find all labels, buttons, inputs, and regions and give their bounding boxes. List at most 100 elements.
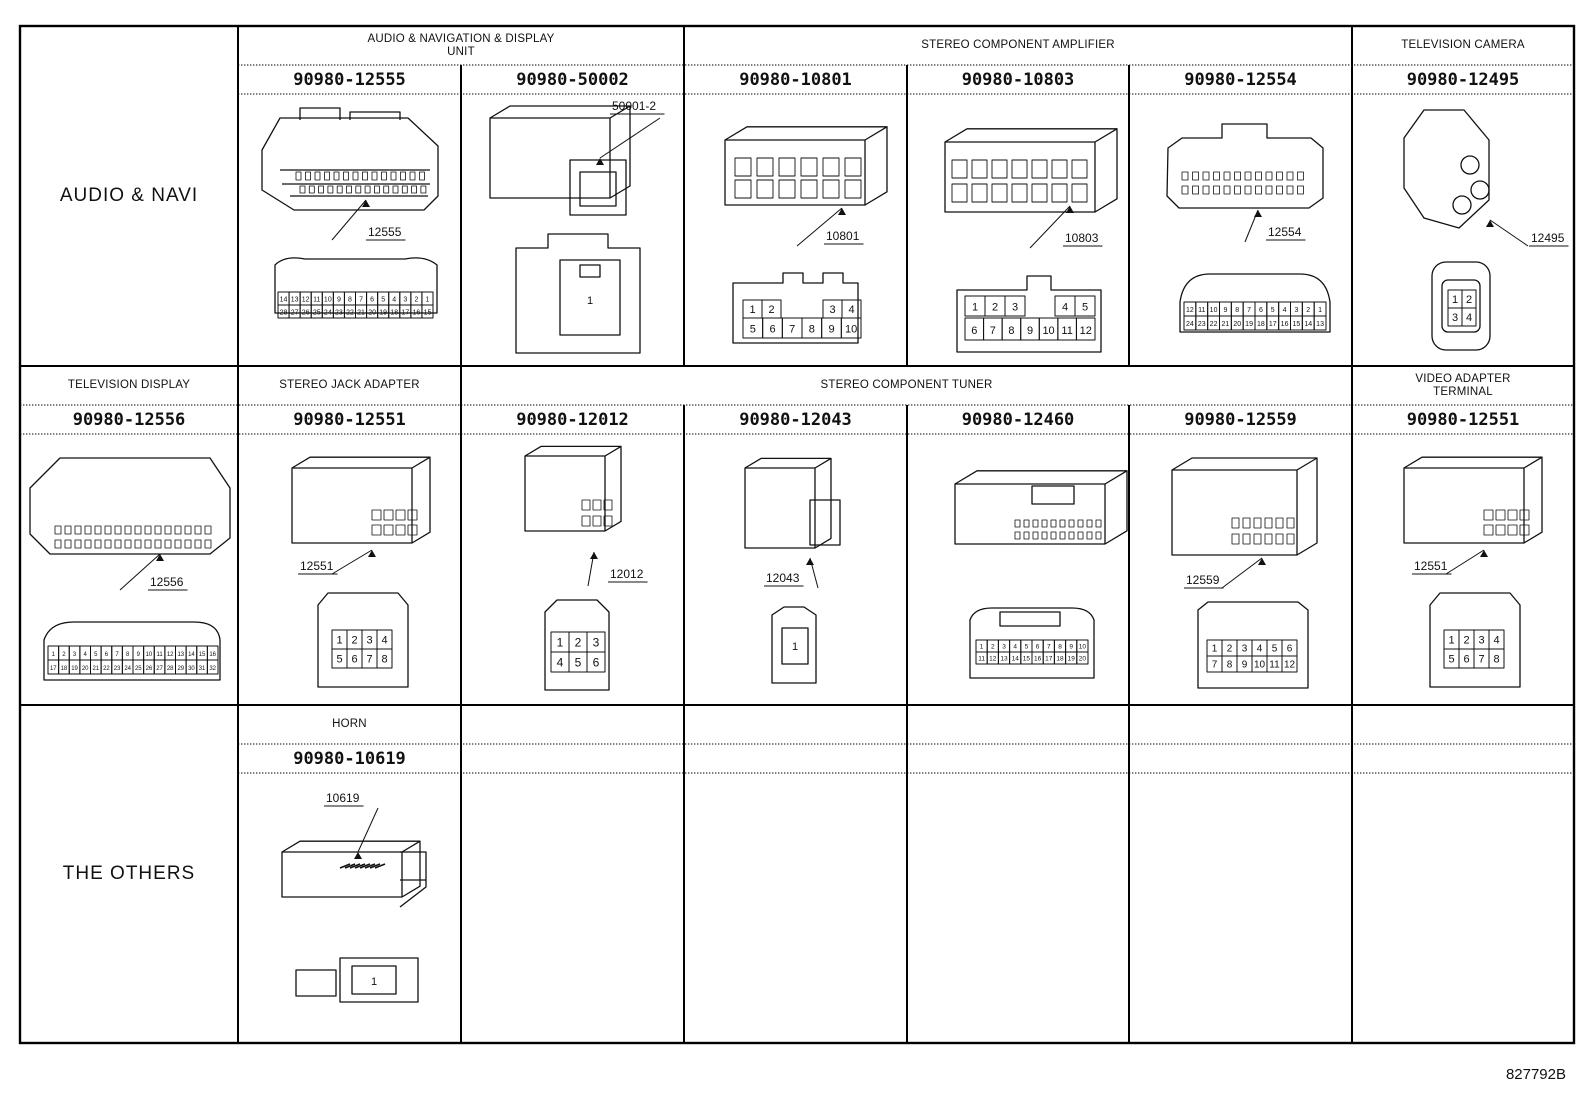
terminal-slot — [1265, 171, 1273, 181]
terminal-slot — [1032, 531, 1039, 540]
terminal-slot — [346, 185, 352, 194]
terminal-slot — [1244, 171, 1252, 181]
pin-number: 1 — [426, 296, 430, 303]
terminal-slot — [1011, 183, 1028, 203]
connector-cavity — [1441, 279, 1481, 333]
terminal-slot — [64, 525, 72, 535]
connector-edge — [745, 457, 832, 548]
connector-face-outline — [43, 621, 221, 681]
connector-face-12554 — [1179, 273, 1331, 333]
leader-arrowhead — [156, 554, 164, 561]
callout-10801: 10801 — [796, 207, 864, 247]
pin-number: 3 — [1012, 301, 1018, 313]
terminal-slot — [395, 509, 406, 521]
terminal-slot — [1014, 519, 1021, 528]
terminal-slot — [734, 179, 752, 199]
connector-face-10801 — [732, 272, 859, 344]
pin-number: 7 — [1212, 660, 1218, 671]
pin-number: 30 — [188, 666, 195, 672]
pin-number: 4 — [1013, 644, 1017, 651]
terminal-slot — [94, 539, 102, 549]
pin-cell — [1076, 651, 1089, 665]
pin-number: 6 — [1036, 644, 1040, 651]
outer-border — [18, 24, 1576, 1045]
terminal-slot — [1255, 171, 1262, 181]
connector-face — [274, 257, 438, 314]
terminal-slot — [581, 515, 591, 527]
pin-number: 3 — [829, 304, 835, 316]
pin-number: 17 — [50, 666, 57, 672]
terminal-slot — [1051, 159, 1068, 179]
pin-number: 13 — [177, 652, 184, 658]
connector-90980-12551 — [291, 456, 431, 544]
terminal-slot — [419, 171, 425, 181]
terminal-slot — [1014, 531, 1021, 540]
connector-face-outline — [1429, 592, 1521, 688]
terminal-slot — [343, 171, 349, 181]
pin-number: 9 — [137, 652, 141, 658]
terminal-slot — [84, 539, 92, 549]
connector-90980-10801 — [724, 126, 888, 206]
terminal-slot — [1077, 519, 1084, 528]
callout-label: 10803 — [1065, 231, 1099, 245]
pin-number: 22 — [103, 666, 110, 672]
terminal-mark — [354, 863, 366, 869]
terminal-slot — [1223, 171, 1231, 181]
pin-number: 9 — [1223, 307, 1227, 314]
pin-number: 7 — [115, 652, 119, 658]
pin-number: 5 — [381, 296, 385, 303]
terminal-slot — [407, 524, 418, 536]
pin-number: 28 — [167, 666, 174, 672]
terminal-slot — [1231, 517, 1240, 529]
pin-number: 16 — [412, 309, 420, 316]
callout-label: 12554 — [1268, 225, 1302, 239]
pin-number: 1 — [1212, 644, 1218, 655]
terminal-slot — [114, 525, 122, 535]
leader-line — [331, 199, 367, 241]
callout-12495: 12495 — [1486, 219, 1569, 247]
terminal-slot — [1255, 185, 1262, 195]
terminal-mark — [359, 863, 371, 869]
terminal-slot — [800, 179, 818, 199]
pin-number: 9 — [1027, 325, 1033, 337]
callout-label: 12551 — [300, 559, 334, 573]
terminal-slot — [1242, 533, 1251, 545]
terminal-slot — [1011, 159, 1028, 179]
pin-number: 21 — [1222, 321, 1230, 328]
terminal-slot — [1059, 531, 1066, 540]
pin-number: 4 — [1062, 301, 1068, 313]
callout-12012: 12012 — [587, 551, 648, 587]
pin-number: 6 — [105, 652, 109, 658]
leader-arrowhead — [590, 552, 598, 559]
leader-arrowhead — [838, 208, 846, 215]
pin-number: 4 — [392, 296, 396, 303]
leader-arrowhead — [596, 158, 604, 165]
leader-arrowhead — [354, 852, 362, 859]
pin-number: 2 — [768, 304, 774, 316]
terminal-slot — [1071, 183, 1088, 203]
pin-number: 12 — [1284, 660, 1296, 671]
pin-number: 6 — [351, 654, 357, 666]
callout-label: 50001-2 — [612, 99, 656, 113]
pin-number: 1 — [1452, 294, 1458, 306]
terminal-slot — [1041, 531, 1048, 540]
pin-number: 13 — [1316, 321, 1324, 328]
pin-number: 2 — [991, 644, 995, 651]
leader-arrowhead — [1486, 220, 1494, 227]
terminal-slot — [1519, 524, 1530, 536]
callout-12554: 12554 — [1244, 209, 1306, 243]
pin-number: 17 — [401, 309, 409, 316]
pin-number: 20 — [368, 309, 376, 316]
connector-face — [569, 159, 627, 216]
pin-number: 6 — [1287, 644, 1293, 655]
terminal-slot — [324, 171, 330, 181]
connector-body — [724, 126, 888, 206]
connector-face-12551 — [317, 592, 409, 688]
connector-90980-12495 — [1403, 109, 1490, 229]
connector-latch — [999, 611, 1061, 627]
pin-number: 23 — [114, 666, 121, 672]
pin-number: 18 — [390, 309, 398, 316]
